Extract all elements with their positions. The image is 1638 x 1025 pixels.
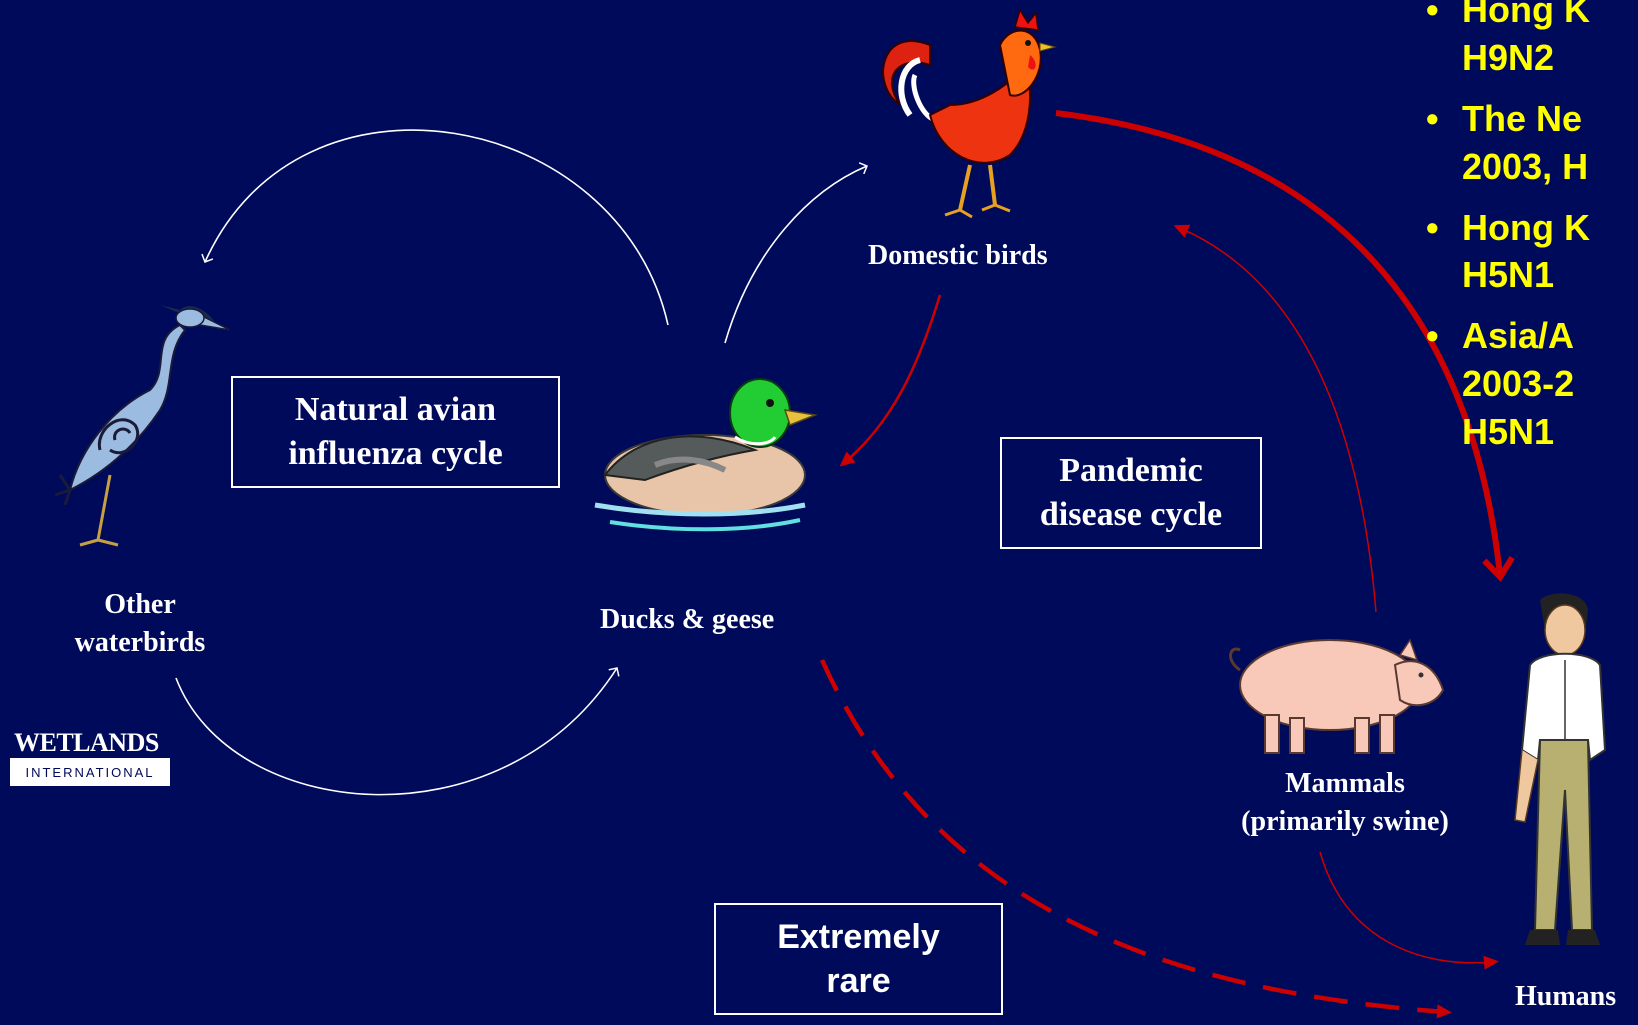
- outbreak-list: Hong K H9N2 The Ne 2003, H Hong K H5N1 A…: [1462, 0, 1638, 469]
- outbreak-item: Hong K H5N1: [1462, 204, 1638, 300]
- outbreak-item: Hong K H9N2: [1462, 0, 1638, 82]
- duck-icon: [585, 365, 825, 550]
- arrow-waterbirds-to-ducks: [176, 668, 617, 795]
- humans-label: Humans: [1515, 978, 1616, 1016]
- ducks-geese-label: Ducks & geese: [600, 601, 774, 639]
- logo-subtitle: INTERNATIONAL: [10, 758, 170, 786]
- man-icon: [1500, 590, 1610, 970]
- mammals-label: Mammals (primarily swine): [1210, 765, 1480, 841]
- outbreak-item: Asia/A 2003-2 H5N1: [1462, 312, 1638, 456]
- other-waterbirds-label: Other waterbirds: [50, 586, 230, 662]
- rooster-icon: [860, 5, 1060, 235]
- arrow-swine-to-humans: [1320, 852, 1492, 963]
- arrow-ducks-to-waterbirds: [205, 130, 668, 325]
- wetlands-international-logo: WETLANDS INTERNATIONAL: [10, 720, 170, 790]
- pandemic-cycle-box: Pandemic disease cycle: [1000, 437, 1262, 549]
- arrow-ducks-to-domestic: [725, 166, 867, 343]
- arrow-domestic-to-ducks: [845, 295, 940, 462]
- logo-title: WETLANDS: [10, 720, 170, 758]
- outbreak-item: The Ne 2003, H: [1462, 95, 1638, 191]
- heron-icon: [40, 300, 230, 570]
- natural-cycle-box: Natural avian influenza cycle: [231, 376, 560, 488]
- pig-icon: [1225, 620, 1450, 760]
- arrow-swine-to-domestic: [1180, 228, 1376, 612]
- extremely-rare-box: Extremely rare: [714, 903, 1003, 1015]
- domestic-birds-label: Domestic birds: [868, 237, 1048, 275]
